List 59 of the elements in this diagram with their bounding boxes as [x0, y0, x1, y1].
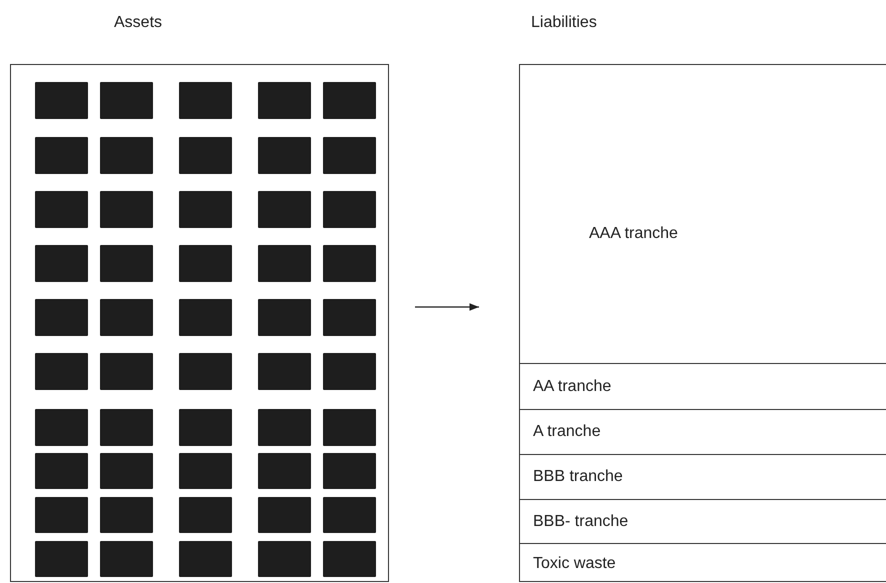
asset-block: [258, 353, 311, 390]
asset-block: [35, 353, 88, 390]
asset-block: [323, 497, 376, 533]
asset-block: [35, 453, 88, 489]
asset-block: [35, 82, 88, 119]
tranche-label: Toxic waste: [533, 556, 616, 572]
asset-block: [323, 137, 376, 174]
asset-block: [258, 299, 311, 336]
asset-block: [179, 299, 232, 336]
asset-block: [179, 541, 232, 577]
asset-block: [35, 541, 88, 577]
tranche-label: AA tranche: [533, 378, 612, 394]
asset-block: [35, 299, 88, 336]
asset-block: [35, 191, 88, 228]
asset-block: [179, 245, 232, 282]
asset-block: [323, 245, 376, 282]
asset-block: [323, 191, 376, 228]
asset-block: [179, 137, 232, 174]
asset-block: [100, 453, 153, 489]
asset-block: [179, 191, 232, 228]
asset-block: [100, 191, 153, 228]
asset-block: [323, 299, 376, 336]
asset-block: [100, 541, 153, 577]
tranche-label: BBB tranche: [533, 469, 623, 485]
tranche-label: BBB- tranche: [533, 514, 628, 530]
asset-block: [35, 137, 88, 174]
asset-block: [258, 409, 311, 446]
asset-block: [323, 541, 376, 577]
asset-block: [179, 82, 232, 119]
asset-block: [100, 82, 153, 119]
asset-block: [258, 245, 311, 282]
asset-block: [100, 299, 153, 336]
asset-block: [35, 245, 88, 282]
asset-block: [35, 497, 88, 533]
asset-block: [100, 497, 153, 533]
asset-block: [323, 353, 376, 390]
column-heading: Liabilities: [531, 13, 597, 33]
asset-block: [100, 409, 153, 446]
asset-block: [179, 453, 232, 489]
asset-block: [258, 191, 311, 228]
asset-block: [258, 82, 311, 119]
asset-block: [258, 453, 311, 489]
tranche-label: A tranche: [533, 424, 601, 440]
asset-block: [179, 409, 232, 446]
asset-block: [100, 353, 153, 390]
asset-block: [258, 497, 311, 533]
asset-block: [179, 497, 232, 533]
column-heading: Assets: [114, 13, 162, 33]
asset-block: [258, 137, 311, 174]
asset-block: [35, 409, 88, 446]
asset-block: [323, 82, 376, 119]
arrow: [415, 303, 479, 311]
asset-block: [100, 137, 153, 174]
asset-block: [323, 409, 376, 446]
tranche-label: AAA tranche: [589, 226, 678, 242]
asset-block: [323, 453, 376, 489]
asset-block: [100, 245, 153, 282]
asset-block: [179, 353, 232, 390]
asset-block: [258, 541, 311, 577]
